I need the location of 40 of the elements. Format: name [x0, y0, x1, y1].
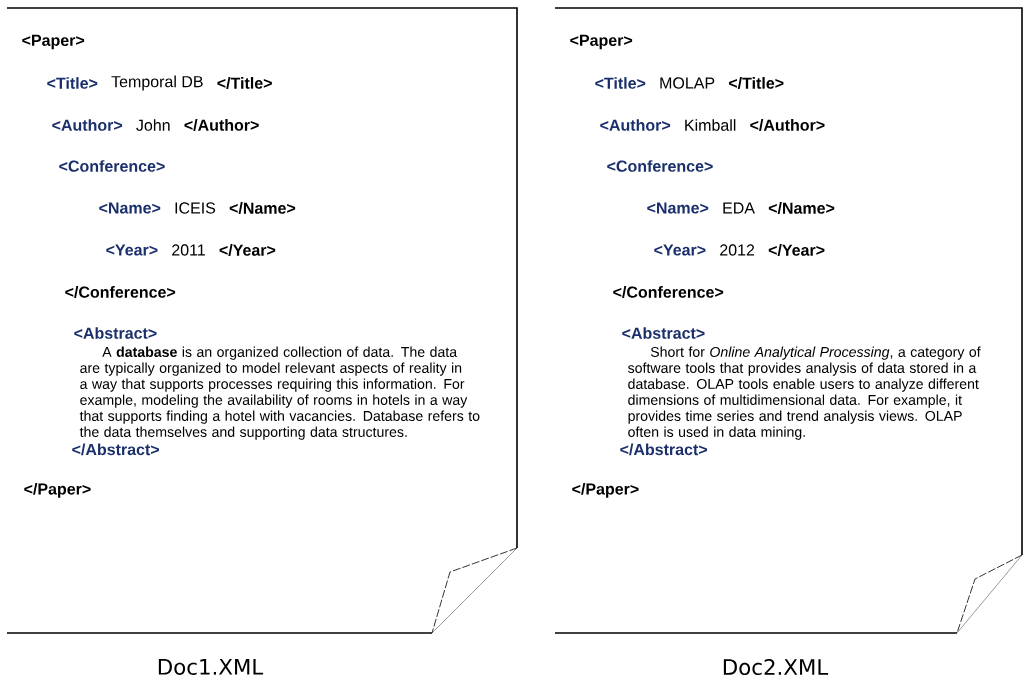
xml-tag: </Abstract> — [72, 443, 159, 456]
file-name-caption: Doc2.XML — [723, 658, 829, 676]
abstract-text: A database is an organized collection of data. The data are typically organized to model relevant aspects of reality in a way that supports processes requiring this information. For example, modeling the availability of rooms in hotels in a way that supports finding a hotel with vacancies. Database refers to the data themselves and supporting data structures. — [79, 346, 480, 440]
xml-tag: <Year> — [106, 244, 158, 256]
xml-tag: </Conference> — [65, 286, 176, 298]
tag-value: ICEIS — [175, 202, 216, 214]
xml-tag: </Conference> — [613, 286, 724, 298]
xml-tag: <Author> — [52, 119, 123, 131]
xml-tag: </Paper> — [24, 482, 91, 498]
xml-tag: <Title> — [595, 77, 646, 89]
tag-value: 2012 — [720, 244, 755, 256]
xml-tag: </Title> — [729, 77, 784, 89]
xml-tag: </Author> — [750, 119, 825, 131]
xml-tag: <Paper> — [570, 34, 633, 50]
xml-tag: <Author> — [600, 119, 671, 131]
xml-tag: <Name> — [99, 202, 161, 214]
xml-tag: <Conference> — [607, 160, 713, 172]
xml-tag: </Author> — [184, 119, 259, 131]
tag-value: MOLAP — [660, 77, 715, 89]
xml-tag: </Name> — [768, 202, 835, 214]
abstract-text: Short for Online Analytical Processing, a category of software tools that provides analysis of data stored in a database. OLAP tools enable users to analyze different dimensions of multidimensional data. For example, it provides time series and trend analysis views. OLAP often is used in data mining. — [628, 346, 981, 440]
xml-tag: </Paper> — [572, 482, 639, 498]
xml-tag: <Paper> — [22, 34, 85, 50]
xml-tag: <Conference> — [59, 160, 165, 172]
xml-tag: <Title> — [47, 77, 98, 89]
xml-tag: <Name> — [647, 202, 709, 214]
xml-tag: </Name> — [229, 202, 296, 214]
tag-value: EDA — [723, 202, 755, 214]
xml-tag: </Abstract> — [620, 443, 707, 456]
tag-value: John — [136, 119, 170, 131]
tag-value: Temporal DB — [111, 75, 203, 91]
xml-tag: </Year> — [219, 244, 276, 256]
xml-tag: <Abstract> — [74, 327, 157, 339]
tag-value: Kimball — [685, 119, 736, 131]
xml-tag: </Title> — [217, 77, 272, 89]
xml-tag: <Year> — [654, 244, 706, 256]
xml-tag: </Year> — [768, 244, 825, 256]
tag-value: 2011 — [172, 244, 205, 256]
xml-tag: <Abstract> — [622, 327, 705, 339]
file-name-caption: Doc1.XML — [158, 659, 264, 675]
